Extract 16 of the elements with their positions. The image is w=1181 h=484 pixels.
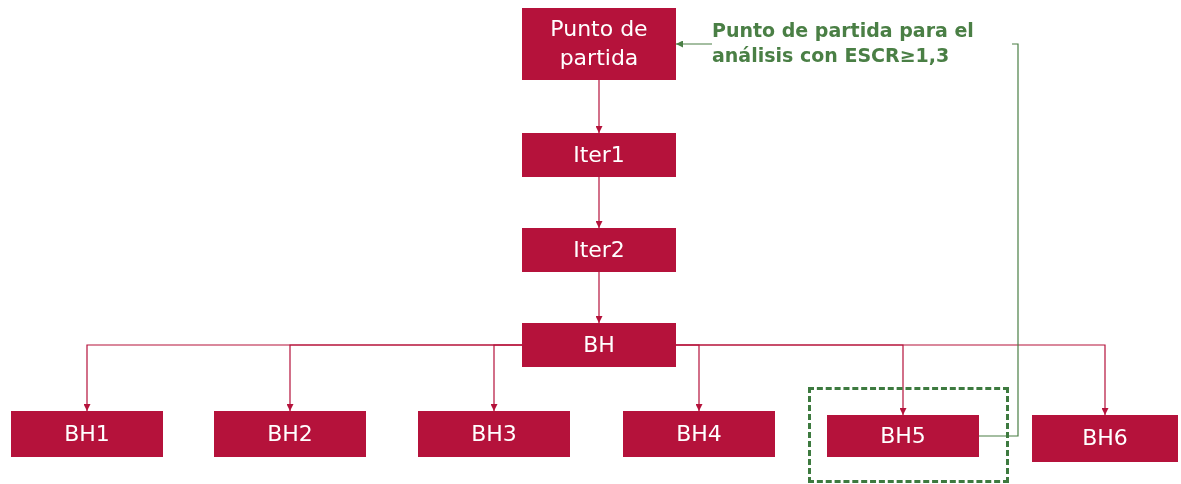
arrow: [595, 79, 603, 134]
process-box: BH4: [623, 411, 775, 457]
process-box: BH1: [11, 411, 163, 457]
process-box: Iter2: [522, 228, 676, 272]
process-box: BH6: [1032, 415, 1178, 462]
process-box: Iter1: [522, 133, 676, 177]
dashed-group-box: [808, 387, 1009, 483]
process-box: BH2: [214, 411, 366, 457]
arrow: [490, 344, 523, 412]
arrow: [675, 344, 1109, 416]
arrow: [595, 271, 603, 324]
process-box: Punto de partida: [522, 8, 676, 80]
arrow: [595, 176, 603, 229]
process-box: BH5: [827, 415, 979, 457]
process-box: BH: [522, 323, 676, 367]
process-box: BH3: [418, 411, 570, 457]
